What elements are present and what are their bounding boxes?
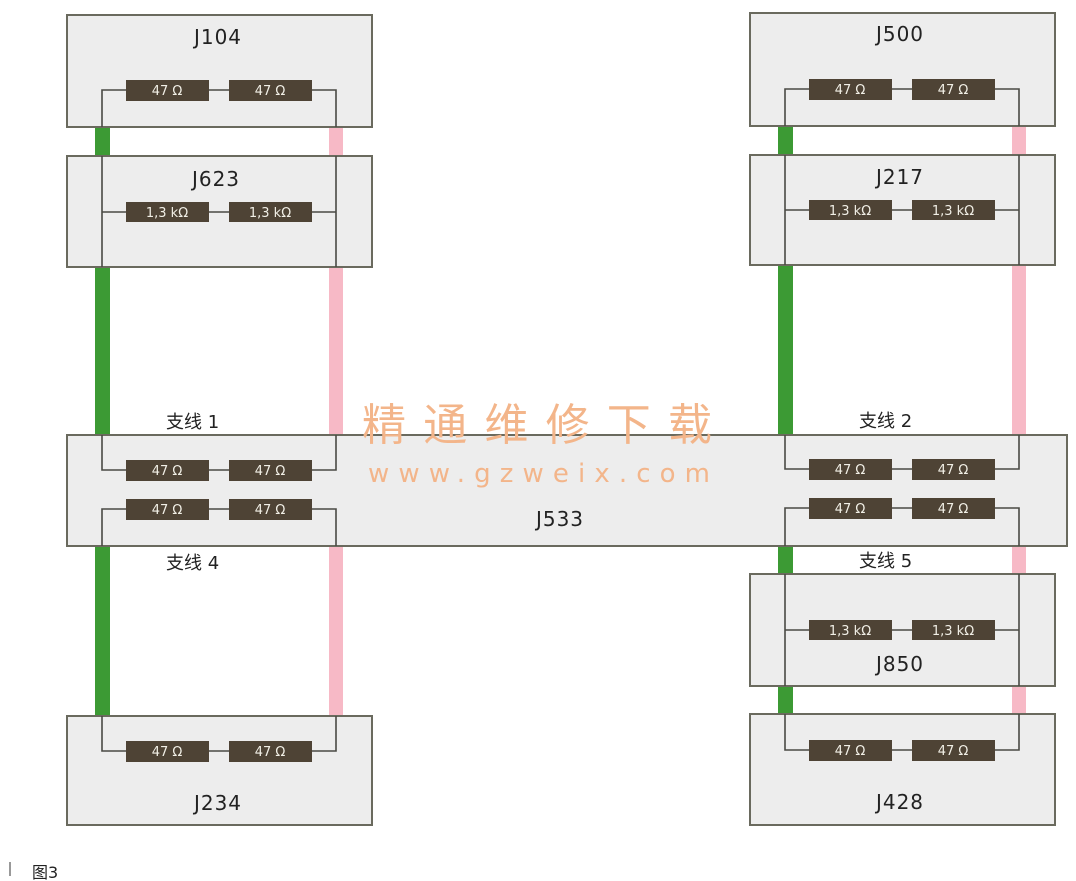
module-j533: J533 [66,434,1068,547]
module-label: J217 [874,165,924,189]
svg-text:47 Ω: 47 Ω [255,84,286,99]
module-label: J533 [534,507,584,531]
resistor: 47 Ω [809,498,892,519]
svg-text:47 Ω: 47 Ω [152,464,183,479]
resistor: 1,3 kΩ [809,200,892,220]
svg-text:47 Ω: 47 Ω [835,744,866,759]
svg-text:47 Ω: 47 Ω [152,503,183,518]
module-j428: J428 [749,713,1056,826]
resistor: 1,3 kΩ [229,202,312,222]
watermark-url: www.gzweix.com [368,459,710,489]
module-j217: J217 [749,154,1056,266]
resistor: 47 Ω [809,79,892,100]
resistor: 47 Ω [912,498,995,519]
left-pink-wire [329,120,343,720]
svg-text:47 Ω: 47 Ω [938,463,969,478]
resistor: 1,3 kΩ [912,620,995,640]
module-label: J428 [874,790,924,814]
module-label: J104 [192,25,242,49]
svg-text:47 Ω: 47 Ω [938,502,969,517]
branch-label-5: 支线 5 [859,551,912,572]
svg-text:1,3 kΩ: 1,3 kΩ [829,624,871,639]
module-label: J850 [874,652,924,676]
module-label: J234 [192,791,242,815]
branch-label-1: 支线 1 [166,412,219,433]
svg-text:47 Ω: 47 Ω [255,745,286,760]
svg-text:1,3 kΩ: 1,3 kΩ [932,624,974,639]
svg-text:47 Ω: 47 Ω [835,463,866,478]
svg-text:47 Ω: 47 Ω [152,745,183,760]
resistor: 1,3 kΩ [126,202,209,222]
branch-label-2: 支线 2 [859,411,912,432]
resistor: 47 Ω [126,499,209,520]
left-green-wire [95,120,110,720]
svg-text:47 Ω: 47 Ω [255,503,286,518]
module-label: J500 [874,22,924,46]
svg-text:47 Ω: 47 Ω [938,744,969,759]
module-j104: J104 [66,14,373,128]
svg-text:47 Ω: 47 Ω [835,83,866,98]
right-pink-wire [1012,120,1026,720]
resistor: 1,3 kΩ [912,200,995,220]
module-j623: J623 [66,155,373,268]
svg-text:1,3 kΩ: 1,3 kΩ [829,204,871,219]
svg-text:1,3 kΩ: 1,3 kΩ [146,206,188,221]
module-j234: J234 [66,715,373,826]
svg-text:47 Ω: 47 Ω [938,83,969,98]
resistor: 47 Ω [229,499,312,520]
module-label: J623 [190,167,240,191]
module-j850: J850 [749,573,1056,687]
svg-text:1,3 kΩ: 1,3 kΩ [932,204,974,219]
resistor: 47 Ω [126,460,209,481]
svg-text:47 Ω: 47 Ω [835,502,866,517]
figure-caption: 图3 [32,863,58,881]
resistor: 47 Ω [126,80,209,101]
resistor: 47 Ω [912,459,995,480]
resistor: 47 Ω [912,740,995,761]
resistor: 47 Ω [912,79,995,100]
resistor: 47 Ω [229,460,312,481]
resistor: 47 Ω [229,741,312,762]
resistor: 1,3 kΩ [809,620,892,640]
svg-text:1,3 kΩ: 1,3 kΩ [249,206,291,221]
svg-text:47 Ω: 47 Ω [255,464,286,479]
resistor: 47 Ω [126,741,209,762]
resistor: 47 Ω [809,740,892,761]
branch-label-4: 支线 4 [166,553,219,574]
resistor: 47 Ω [809,459,892,480]
module-j500: J500 [749,12,1056,127]
resistor: 47 Ω [229,80,312,101]
svg-text:47 Ω: 47 Ω [152,84,183,99]
right-green-wire [778,120,793,720]
caption-marker [9,862,11,876]
